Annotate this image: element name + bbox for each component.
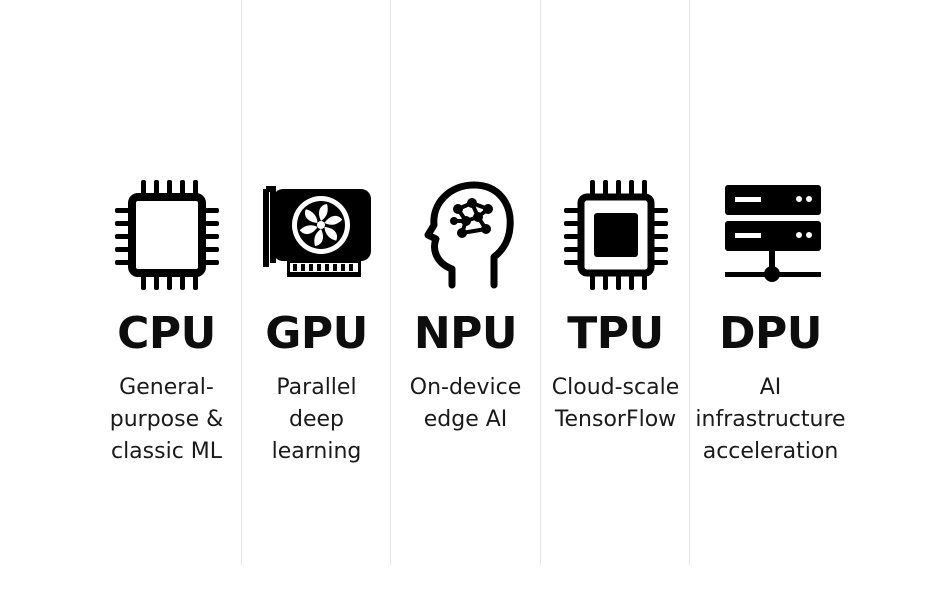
processor-title: DPU — [719, 308, 823, 359]
server-rack-network-icon — [711, 175, 831, 295]
processor-description: On-device edge AI — [409, 375, 522, 432]
processor-column-cpu: CPU General- purpose & classic ML — [92, 0, 241, 614]
processor-column-tpu: TPU Cloud-scale TensorFlow — [541, 0, 690, 614]
column-divider — [390, 0, 391, 565]
processor-title: CPU — [117, 308, 216, 359]
brain-head-network-icon — [406, 175, 526, 295]
processor-description: Parallel deep learning — [271, 375, 362, 464]
processor-column-npu: NPU On-device edge AI — [391, 0, 540, 614]
processor-column-gpu: GPU Parallel deep learning — [242, 0, 391, 614]
processor-description: AI infrastructure acceleration — [695, 375, 846, 464]
processor-title: GPU — [265, 308, 368, 359]
processor-description: Cloud-scale TensorFlow — [551, 375, 680, 432]
processor-description: General- purpose & classic ML — [109, 375, 224, 464]
processor-column-dpu: DPU AI infrastructure acceleration — [695, 0, 846, 614]
graphics-card-fan-icon — [257, 175, 377, 295]
processor-title: NPU — [413, 308, 518, 359]
column-divider — [689, 0, 690, 565]
column-divider — [540, 0, 541, 565]
processor-title: TPU — [567, 308, 664, 359]
column-divider — [241, 0, 242, 565]
tensor-chip-icon — [556, 175, 676, 295]
cpu-chip-icon — [107, 175, 227, 295]
